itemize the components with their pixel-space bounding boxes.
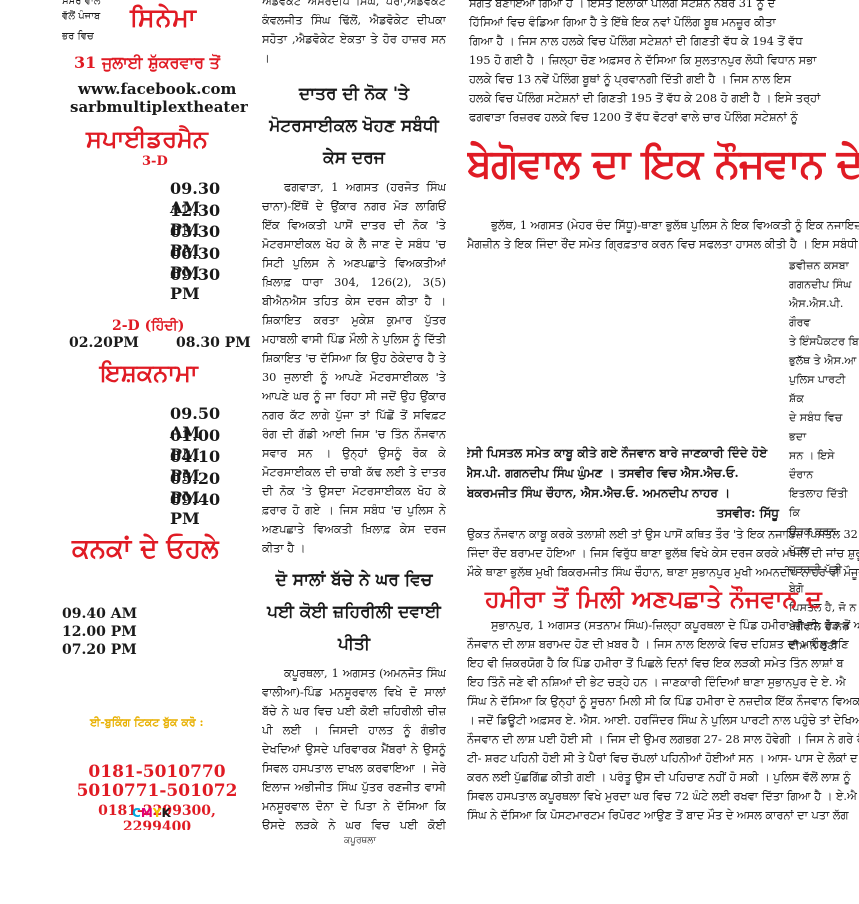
text-line: ਹਿੱਸਿਆਂ ਵਿਚ ਵੰਡਿਆ ਗਿਆ ਹੈ ਤੇ ਇੱਥੇ ਇਕ ਨਵਾਂ… xyxy=(469,16,776,29)
showtime: 01.00 PM xyxy=(170,426,221,464)
movie-title-kankan-de-ohle: ਕਨਕਾਂ ਦੇ ਓਹਲੇ xyxy=(72,534,219,564)
text-line: ਸਨ । ਇਸੇ ਦੌਰਾਨ xyxy=(789,449,835,481)
text-line: ਐਸ.ਐਸ.ਪੀ. ਗੌਰਵ xyxy=(789,297,844,329)
text-line: ਸਗਤ ਬਣਾਇਆ ਗਿਆ ਹੈ । ਇਸਤ ਇਲਾਕਾ ਪੋਲਿੰਗ ਸਟੇਸ… xyxy=(469,0,776,10)
text-line: ਹਲਕੇ ਵਿਚ 13 ਨਵੇਂ ਪੋਲਿੰਗ ਬੂਥਾਂ ਨੂੰ ਪ੍ਰਵਾਨ… xyxy=(469,73,791,86)
showtime: 03.30 PM xyxy=(170,222,221,260)
showtime: 12.00 PM xyxy=(62,624,137,640)
text-line: ਸੁਭਾਨਪੁਰ, 1 ਅਗਸਤ (ਸਤਨਾਮ ਸਿੰਘ)-ਜ਼ਿਲ੍ਹਾ ਕਪ… xyxy=(491,619,859,632)
facebook-url[interactable]: www.facebook.com xyxy=(78,80,237,98)
text-line: 195 ਹੋ ਗਈ ਹੈ । ਜ਼ਿਲ੍ਹਾ ਚੋਣ ਅਫ਼ਸਰ ਨੇ ਦੱਸਿ… xyxy=(469,54,817,67)
showtime: 07.20 PM xyxy=(62,642,137,658)
text-line: ਇਤਲਾਹ ਦਿੱਤੀ ਕਿ xyxy=(789,487,848,519)
text-line: ਮੌਕੇ ਥਾਣਾ ਭੁਲੱਥ ਮੁਖੀ ਬਿਕਰਮਜੀਤ ਸਿੰਘ ਚੌਹਾਨ… xyxy=(467,566,859,579)
text-line: ਕਰਨ ਲਈ ਪੁੱਛਗਿੱਛ ਕੀਤੀ ਗਈ । ਪਰੰਤੂ ਉਸ ਦੀ ਪਹ… xyxy=(467,771,851,784)
text-line: ਤੇ ਇੰਸਪੈਕਟਰ ਬਿ xyxy=(789,335,859,348)
movie-format-3d: 3-D xyxy=(142,154,168,169)
cmyk-letter: C xyxy=(132,806,141,820)
text-line: ਇਹ ਤਿੰਨੋ ਜਣੇ ਵੀ ਨਸ਼ਿਆਂ ਦੀ ਭੇਟ ਚੜ੍ਹੇ ਹਨ ।… xyxy=(467,676,846,689)
headline-begowal-youth-pistol: ਬੇਗੋਵਾਲ ਦਾ ਇਕ ਨੌਜਵਾਨ ਦੇਸੀ ਪਿਸਤਲ ਸ xyxy=(467,140,859,187)
movie-title-spiderman: ਸਪਾਈਡਰਮੈਨ xyxy=(86,124,208,153)
text-line: ਜਿੰਦਾ ਰੌਂਦ ਬਰਾਮਦ ਹੋਇਆ । ਜਿਸ ਵਿਰੁੱਧ ਥਾਣਾ … xyxy=(467,547,859,560)
text-line: ਨੌਜਵਾਨ ਦੀ ਲਾਸ਼ ਪਈ ਹੋਈ ਸੀ । ਜਿਸ ਦੀ ਉਮਰ ਲਗ… xyxy=(467,733,859,746)
showtime: 02.20PM xyxy=(69,335,139,351)
showtime: 09.50 AM xyxy=(170,404,221,442)
text-line: ਗਗਨਦੀਪ ਸਿੰਘ xyxy=(789,278,852,291)
headline-motorcycle-snatching: ਦਾਤਰ ਦੀ ਨੋਕ 'ਤੇ ਮੋਟਰਸਾਈਕਲ ਖੋਹਣ ਸਬੰਧੀ ਕੇਸ… xyxy=(269,84,439,168)
showtime: 09.40 AM xyxy=(62,606,138,622)
cinema-ad: ਸਮਰ ਵਾਲ ਵੱਲੋਂ ਪੰਜਾਬ ਭਰ ਵਿਚ ਸਿਨੇਮਾ 31 ਜੁਲ… xyxy=(62,0,252,830)
showtime: 04.10 PM xyxy=(170,447,221,485)
text-line: । ਜਦੋਂ ਡਿਊਟੀ ਅਫ਼ਸਰ ਏ. ਐਸ. ਆਈ. ਹਰਜਿੰਦਰ ਸਿ… xyxy=(467,714,859,727)
text-line: ਉਕਤ ਨੌਜਵਾਨ ਕਾਬੂ ਕਰਕੇ ਤਲਾਸ਼ੀ ਲਈ ਤਾਂ ਉਸ ਪਾ… xyxy=(467,528,859,541)
photo-credit: ਤਸਵੀਰ: ਸਿੱਧੂ xyxy=(716,506,779,520)
movie-format-2d: 2-D (ਹਿੰਦੀ) xyxy=(112,318,185,334)
text-line: ਮੈਗਜ਼ੀਨ ਤੇ ਇਕ ਜਿੰਦਾ ਰੌਂਦ ਸਮੇਤ ਗ੍ਰਿਫ਼ਤਾਰ … xyxy=(467,238,859,251)
cinema-top-line: ਸਮਰ ਵਾਲ xyxy=(62,0,101,7)
cinema-word: ਸਿਨੇਮਾ xyxy=(130,3,197,32)
text-line: ਹਲਕੇ ਵਿਚ ਪੋਲਿੰਗ ਸਟੇਸ਼ਨਾਂ ਦੀ ਗਿਣਤੀ 195 ਤੋ… xyxy=(469,92,821,105)
cmyk-letter: Y xyxy=(152,806,162,820)
release-date: 31 ਜੁਲਾਈ ਸ਼ੁੱਕਰਵਾਰ ਤੋਂ xyxy=(74,53,220,72)
phone-number: 0181-5010770 xyxy=(88,762,226,782)
text-line: ਪੁਲਿਸ ਪਾਰਟੀ ਸ਼ੱਕ xyxy=(789,373,846,405)
showtime: 06.30 PM xyxy=(170,244,221,282)
showtime: 12.30 PM xyxy=(170,201,221,239)
headline-child-poison: ਦੋ ਸਾਲਾਂ ਬੱਚੇ ਨੇ ਘਰ ਵਿਚ ਪਈ ਕੋਈ ਜ਼ਹਿਰੀਲੀ … xyxy=(267,570,441,654)
e-booking-label: ਈ-ਬੁਕਿੰਗ ਟਿਕਟ ਬੁੱਕ ਕਰੋ : xyxy=(90,716,204,729)
showtime: 08.30 PM xyxy=(176,335,251,351)
text-line: ਉਹਕ ਕਰਨ ਪੁੱਤਰ xyxy=(789,525,836,557)
text-line: ਇਹ ਵੀ ਜ਼ਿਕਰਯੋਗ ਹੈ ਕਿ ਪਿੰਡ ਹਮੀਰਾ ਤੋਂ ਪਿਛਲ… xyxy=(467,657,844,670)
phone-number: 0181-2299300, 2299400 xyxy=(98,803,216,830)
photo-caption: ਦੇਸੀ ਪਿਸਤਲ ਸਮੇਤ ਕਾਬੂ ਕੀਤੇ ਗਏ ਨੌਜਵਾਨ ਬਾਰੇ… xyxy=(467,443,779,523)
movie-title-ishqnama: ਇਸ਼ਕਨਾਮਾ xyxy=(100,358,198,387)
caption-text: ਦੇਸੀ ਪਿਸਤਲ ਸਮੇਤ ਕਾਬੂ ਕੀਤੇ ਗਏ ਨੌਜਵਾਨ ਬਾਰੇ… xyxy=(467,446,768,500)
cinema-top-line: ਵੱਲੋਂ ਪੰਜਾਬ xyxy=(62,11,101,22)
text-line: ਫਗਵਾੜਾ ਰਿਜ਼ਰਵ ਹਲਕੇ ਵਿਚ 1200 ਤੋਂ ਵੱਧ ਵੋਟਰ… xyxy=(469,111,798,124)
text-line: ਭੁਲੱਥ, 1 ਅਗਸਤ (ਮੇਹਰ ਚੰਦ ਸਿੱਧੂ)-ਥਾਣਾ ਭੁਲੱ… xyxy=(491,219,859,232)
showtime: 09.30 PM xyxy=(170,265,221,303)
photo-side-text: ਡਵੀਜ਼ਨ ਕਸਬਾ ਗਗਨਦੀਪ ਸਿੰਘ ਐਸ.ਐਸ.ਪੀ. ਗੌਰਵ ਤ… xyxy=(789,256,859,655)
text-line: ਦੇ ਸਬੰਧ ਵਿਚ ਭਦਾ xyxy=(789,411,843,443)
text-line: ਚੜ੍ਹਦੀ ਪੱਤੀ ਬੇਗੋ xyxy=(789,563,842,595)
text-line: ਗਿਆ ਹੈ । ਜਿਸ ਨਾਲ ਹਲਕੇ ਵਿਚ ਪੋਲਿੰਗ ਸਟੇਸ਼ਨਾ… xyxy=(469,35,803,48)
text-line: ਟੀਮ ਨੇ ਰੁਟੀ xyxy=(789,639,838,652)
text-line: ਬੇਗੋਵਾਲ ਦੇ ਨਜ਼ xyxy=(789,620,850,633)
article-tail: ਅਡਵੋਕੇਟ ਅਮਰਦੀਪ ਸਿੰਘ, ਪਰਾ,ਅਡਵੋਕੇਟ ਕੰਵਲਜੀਤ… xyxy=(262,0,446,65)
facebook-page-name: sarbmultiplextheater xyxy=(70,98,248,116)
text-line: ਡਵੀਜ਼ਨ ਕਸਬਾ xyxy=(789,259,849,272)
showtime: 05.20 PM xyxy=(170,469,221,507)
showtime: 09.40 PM xyxy=(170,490,221,528)
text-line: ਪਿਸਤਲ ਹੈ, ਜੋ ਨ xyxy=(789,601,857,614)
text-line: ਸਿੰਘ ਨੇ ਦੱਸਿਆ ਕਿ ਪੋਸਟਮਾਰਟਮ ਰਿਪੋਰਟ ਆਉਣ ਤੋ… xyxy=(467,809,849,822)
page-footer-city: ਕਪੂਰਥਲਾ xyxy=(344,836,376,846)
cinema-top-line: ਭਰ ਵਿਚ xyxy=(62,31,94,42)
article-child-poison: ਕਪੂਰਥਲਾ, 1 ਅਗਸਤ (ਅਮਨਜੋਤ ਸਿੰਘ ਵਾਲੀਆ)-ਪਿੰਡ… xyxy=(262,667,446,830)
text-line: ਟੀ- ਸ਼ਰਟ ਪਹਿਨੀ ਹੋਈ ਸੀ ਤੇ ਪੈਰਾਂ ਵਿਚ ਚੱਪਲਾ… xyxy=(467,752,858,765)
showtime: 09.30 AM xyxy=(170,179,221,217)
news-column-2: ਅਡਵੋਕੇਟ ਅਮਰਦੀਪ ਸਿੰਘ, ਪਰਾ,ਅਡਵੋਕੇਟ ਕੰਵਲਜੀਤ… xyxy=(262,0,446,830)
cmyk-letter: M xyxy=(140,806,153,820)
text-line: ਨੌਜਵਾਨ ਦੀ ਲਾਸ਼ ਬਰਾਮਦ ਹੋਣ ਦੀ ਖ਼ਬਰ ਹੈ । ਜਿ… xyxy=(467,638,849,651)
article-motorcycle-snatching: ਫਗਵਾੜਾ, 1 ਅਗਸਤ (ਹਰਜੋਤ ਸਿੰਘ ਚਾਨਾ)-ਇੱਥੋਂ ਦ… xyxy=(262,181,446,555)
cmyk-letter: K xyxy=(161,806,171,820)
news-column-3: ਸਗਤ ਬਣਾਇਆ ਗਿਆ ਹੈ । ਇਸਤ ਇਲਾਕਾ ਪੋਲਿੰਗ ਸਟੇਸ… xyxy=(467,0,859,830)
headline-hamira-unidentified-youth: ਹਮੀਰਾ ਤੋਂ ਮਿਲੀ ਅਣਪਛਾਤੇ ਨੌਜਵਾਨ ਦ xyxy=(485,584,822,613)
text-line: ਸਿਵਲ ਹਸਪਤਾਲ ਕਪੂਰਥਲਾ ਵਿਖੇ ਮੁਰਦਾ ਘਰ ਵਿਚ 72… xyxy=(467,790,857,803)
text-line: ਸਿੰਘ ਨੇ ਦੱਸਿਆ ਕਿ ਉਨ੍ਹਾਂ ਨੂੰ ਸੂਚਨਾ ਮਿਲੀ ਸ… xyxy=(467,695,859,708)
phone-number: 5010771-501072 xyxy=(76,781,238,801)
cmyk-registration-mark: CMYK xyxy=(132,806,171,820)
text-line: ਭੁਲੱਥ ਤੇ ਐਸ.ਆ xyxy=(789,354,857,367)
